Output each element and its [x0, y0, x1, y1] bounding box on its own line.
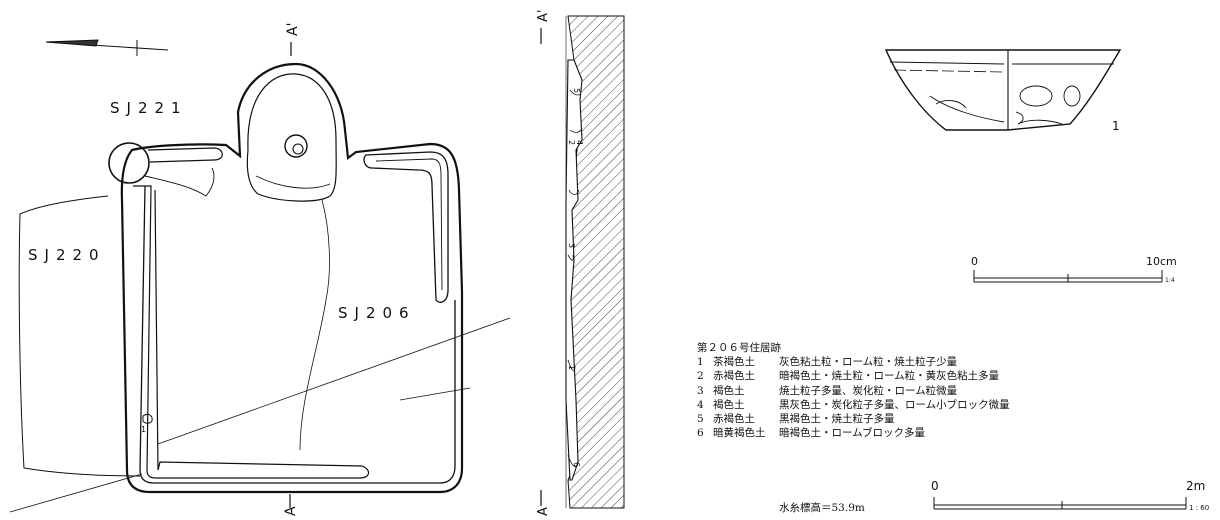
- hearth-outline: [246, 73, 337, 202]
- sj220-inner-line: [299, 199, 330, 451]
- layer-number-2: 2: [567, 140, 576, 145]
- scale-large-ratio: 1 : 60: [1189, 504, 1209, 512]
- hearth-post-inner: [292, 143, 304, 155]
- slope-line: [157, 317, 511, 445]
- pottery-mark-1: [1019, 85, 1053, 107]
- plan-section-top-marker: A': [285, 23, 301, 36]
- layer-number-4: 4: [575, 140, 584, 145]
- legend-title: 第２０６号住居跡: [697, 342, 781, 354]
- section-view: A' A 5 2 4 3 1 6: [536, 10, 625, 516]
- legend-row-description: 焼土粒子多量、炭化粒・ローム粒微量: [779, 384, 958, 397]
- legend-row-soil-name: 赤褐色土: [713, 413, 755, 426]
- north-arrow-icon: [45, 39, 169, 56]
- legend-row: 3 褐色土 焼土粒子多量、炭化粒・ローム粒微量: [697, 384, 1010, 398]
- legend-row-number: 1: [697, 356, 704, 369]
- section-top-label: A': [536, 10, 551, 22]
- sj221-label: SJ221: [110, 99, 188, 117]
- plan-section-bottom-marker: A: [283, 506, 299, 516]
- section-top-marker: A': [536, 10, 551, 22]
- legend-row-soil-name: 赤褐色土: [713, 370, 755, 383]
- legend-row-number: 4: [697, 398, 704, 411]
- legend-row: 6 暗黄褐色土 暗褐色土・ロームブロック多量: [697, 426, 1010, 440]
- plan-section-bottom-label: A: [283, 506, 299, 516]
- legend-row: 5 赤褐色土 黒褐色土・焼土粒子多量: [697, 412, 1010, 426]
- section-bottom-label: A: [536, 507, 551, 516]
- scale-bar-small: 0 10cm 1:4: [971, 255, 1177, 284]
- plan-view: [9, 39, 511, 513]
- legend-row-description: 黒灰色土・炭化粒子多量、ローム小ブロック微量: [779, 398, 1010, 411]
- scale-large-start: 0: [931, 479, 939, 493]
- sj206-outer-wall: [120, 62, 464, 494]
- section-layer-lines: [567, 89, 583, 468]
- scale-small-ratio: 1:4: [1165, 277, 1175, 284]
- section-layer-numbers: 5 2 4 3 1 6: [567, 88, 584, 467]
- legend-row-description: 暗褐色土・ロームブロック多量: [779, 427, 926, 440]
- scale-bar-large: 0 2m 1 : 60: [931, 479, 1209, 512]
- pottery-rim-dash: [893, 69, 1005, 73]
- legend-row-description: 黒褐色土・焼土粒子多量: [779, 413, 895, 426]
- section-fill: [565, 59, 583, 481]
- hearth-post-outer: [284, 134, 308, 158]
- layer-number-1: 1: [567, 365, 576, 370]
- trench-line: [9, 473, 143, 513]
- scale-large-end: 2m: [1186, 479, 1205, 493]
- legend-row-number: 5: [697, 413, 704, 426]
- soil-layer-legend: 第２０６号住居跡 1 茶褐色土 灰色粘土粒・ローム粒・焼土粒子少量 2 赤褐色土…: [697, 341, 1010, 440]
- sj221-arc: [144, 167, 215, 197]
- legend-row-number: 6: [697, 427, 704, 440]
- sj206-inner-wall: [139, 185, 456, 484]
- sj206-label: SJ206: [338, 304, 416, 322]
- legend-row-number: 3: [697, 384, 704, 397]
- plan-labels: SJ221 SJ220 SJ206 1 A' A: [28, 23, 416, 516]
- northwest-gutter: [147, 147, 223, 163]
- pottery-base-marks: [1015, 111, 1063, 125]
- layer-number-3: 3: [567, 243, 576, 248]
- layer-number-6: 6: [572, 462, 581, 467]
- hearth-inner: [255, 175, 331, 189]
- layer-number-5: 5: [572, 88, 581, 93]
- legend-row-number: 2: [697, 370, 704, 383]
- pottery-profile: [929, 95, 1005, 123]
- find-marker-1: [142, 413, 153, 424]
- legend-row-soil-name: 茶褐色土: [713, 356, 755, 369]
- east-gutter-inner: [375, 158, 443, 291]
- east-gutter: [363, 151, 449, 303]
- sj220-label: SJ220: [28, 246, 106, 264]
- scale-small-start: 0: [971, 255, 978, 268]
- section-bottom-marker: A: [536, 507, 551, 516]
- slope-line-2: [399, 387, 471, 401]
- legend-row-soil-name: 暗黄褐色土: [713, 427, 766, 440]
- pottery-rim-line: [889, 61, 1114, 65]
- datum-elevation-note: 水糸標高＝53.9m: [779, 502, 865, 514]
- legend-row: 2 赤褐色土 暗褐色土・焼土粒・ローム粒・黄灰色粘土多量: [697, 369, 1010, 383]
- legend-row-soil-name: 褐色土: [713, 384, 745, 397]
- legend-row: 4 褐色土 黒灰色土・炭化粒子多量、ローム小ブロック微量: [697, 398, 1010, 412]
- legend-row-description: 灰色粘土粒・ローム粒・焼土粒子少量: [779, 356, 958, 369]
- find-number-label: 1: [141, 425, 146, 434]
- legend-row: 1 茶褐色土 灰色粘土粒・ローム粒・焼土粒子少量: [697, 355, 1010, 369]
- pottery-outline: [884, 49, 1122, 131]
- plan-section-top-label: A': [285, 23, 301, 36]
- west-gutter: [133, 185, 370, 479]
- pottery-drawing: [884, 49, 1122, 131]
- sj220-outline: [18, 195, 141, 477]
- legend-row-soil-name: 褐色土: [713, 398, 745, 411]
- legend-row-description: 暗褐色土・焼土粒・ローム粒・黄灰色粘土多量: [779, 370, 1000, 383]
- sj221-posthole: [108, 142, 150, 184]
- scale-small-end: 10cm: [1146, 255, 1177, 268]
- pottery-find-number: 1: [1112, 119, 1120, 133]
- pottery-mark-2: [1063, 85, 1081, 107]
